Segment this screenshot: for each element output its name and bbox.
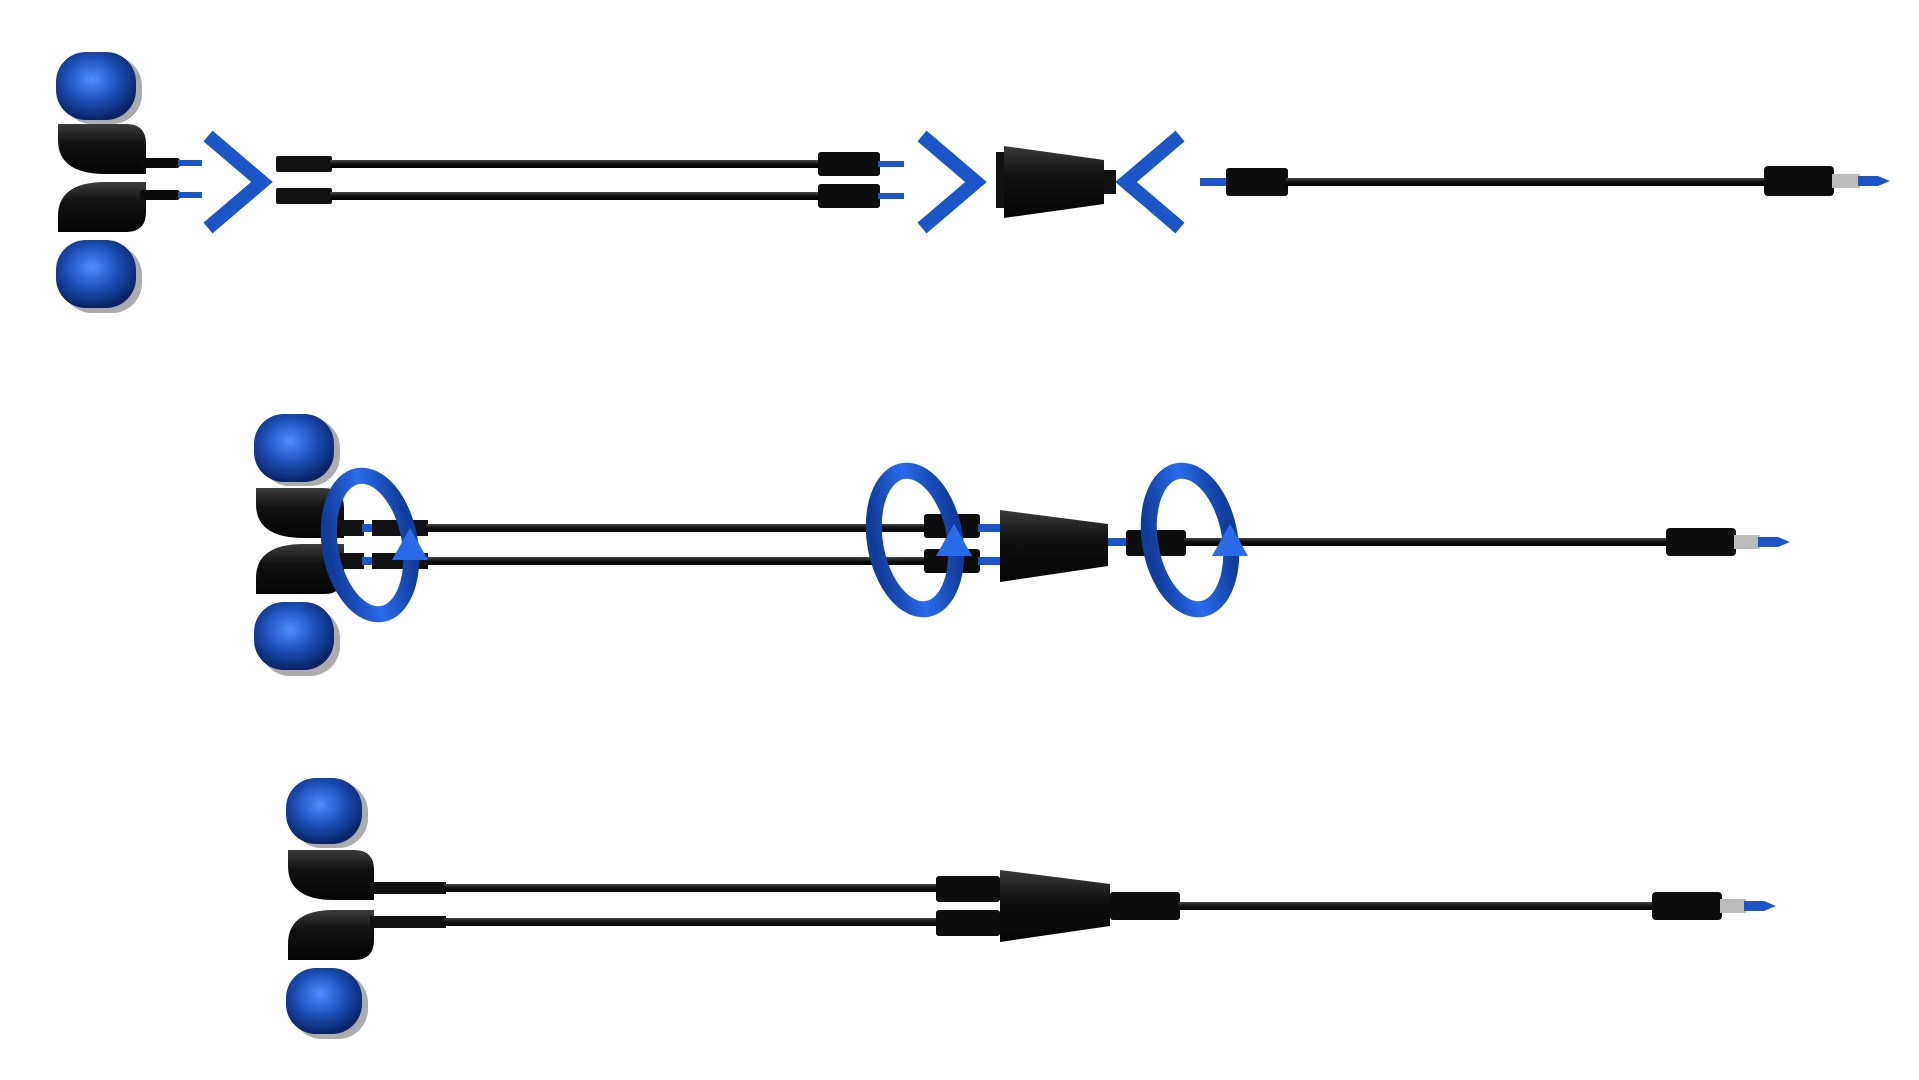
step-3-assembled — [286, 778, 1776, 1039]
single-cable — [1200, 166, 1890, 196]
step-1-disassembled — [56, 52, 1890, 313]
dual-cable — [276, 152, 904, 208]
dual-cable — [340, 514, 1000, 573]
single-cable — [1108, 528, 1790, 556]
audio-jack-icon — [1764, 166, 1890, 196]
earbud-right — [286, 910, 374, 1039]
chevron-icon — [917, 130, 987, 234]
audio-jack-icon — [1666, 528, 1790, 556]
y-splitter — [996, 146, 1116, 218]
dual-cable — [370, 876, 1000, 936]
y-splitter — [1000, 870, 1110, 942]
rotate-arrow-icon — [320, 467, 428, 623]
rotate-arrow-icon — [1140, 462, 1248, 618]
step-2-connect-and-twist — [254, 414, 1790, 676]
chevron-icon — [1115, 130, 1185, 234]
chevron-icon — [203, 130, 273, 234]
earbud-left — [286, 778, 374, 900]
single-cable — [1110, 892, 1776, 920]
earbud-right — [254, 544, 344, 676]
rotate-arrow-icon — [865, 462, 972, 618]
earbud-left — [56, 52, 202, 174]
earbud-right — [56, 182, 202, 313]
audio-jack-icon — [1652, 892, 1776, 920]
y-splitter — [1000, 510, 1108, 582]
